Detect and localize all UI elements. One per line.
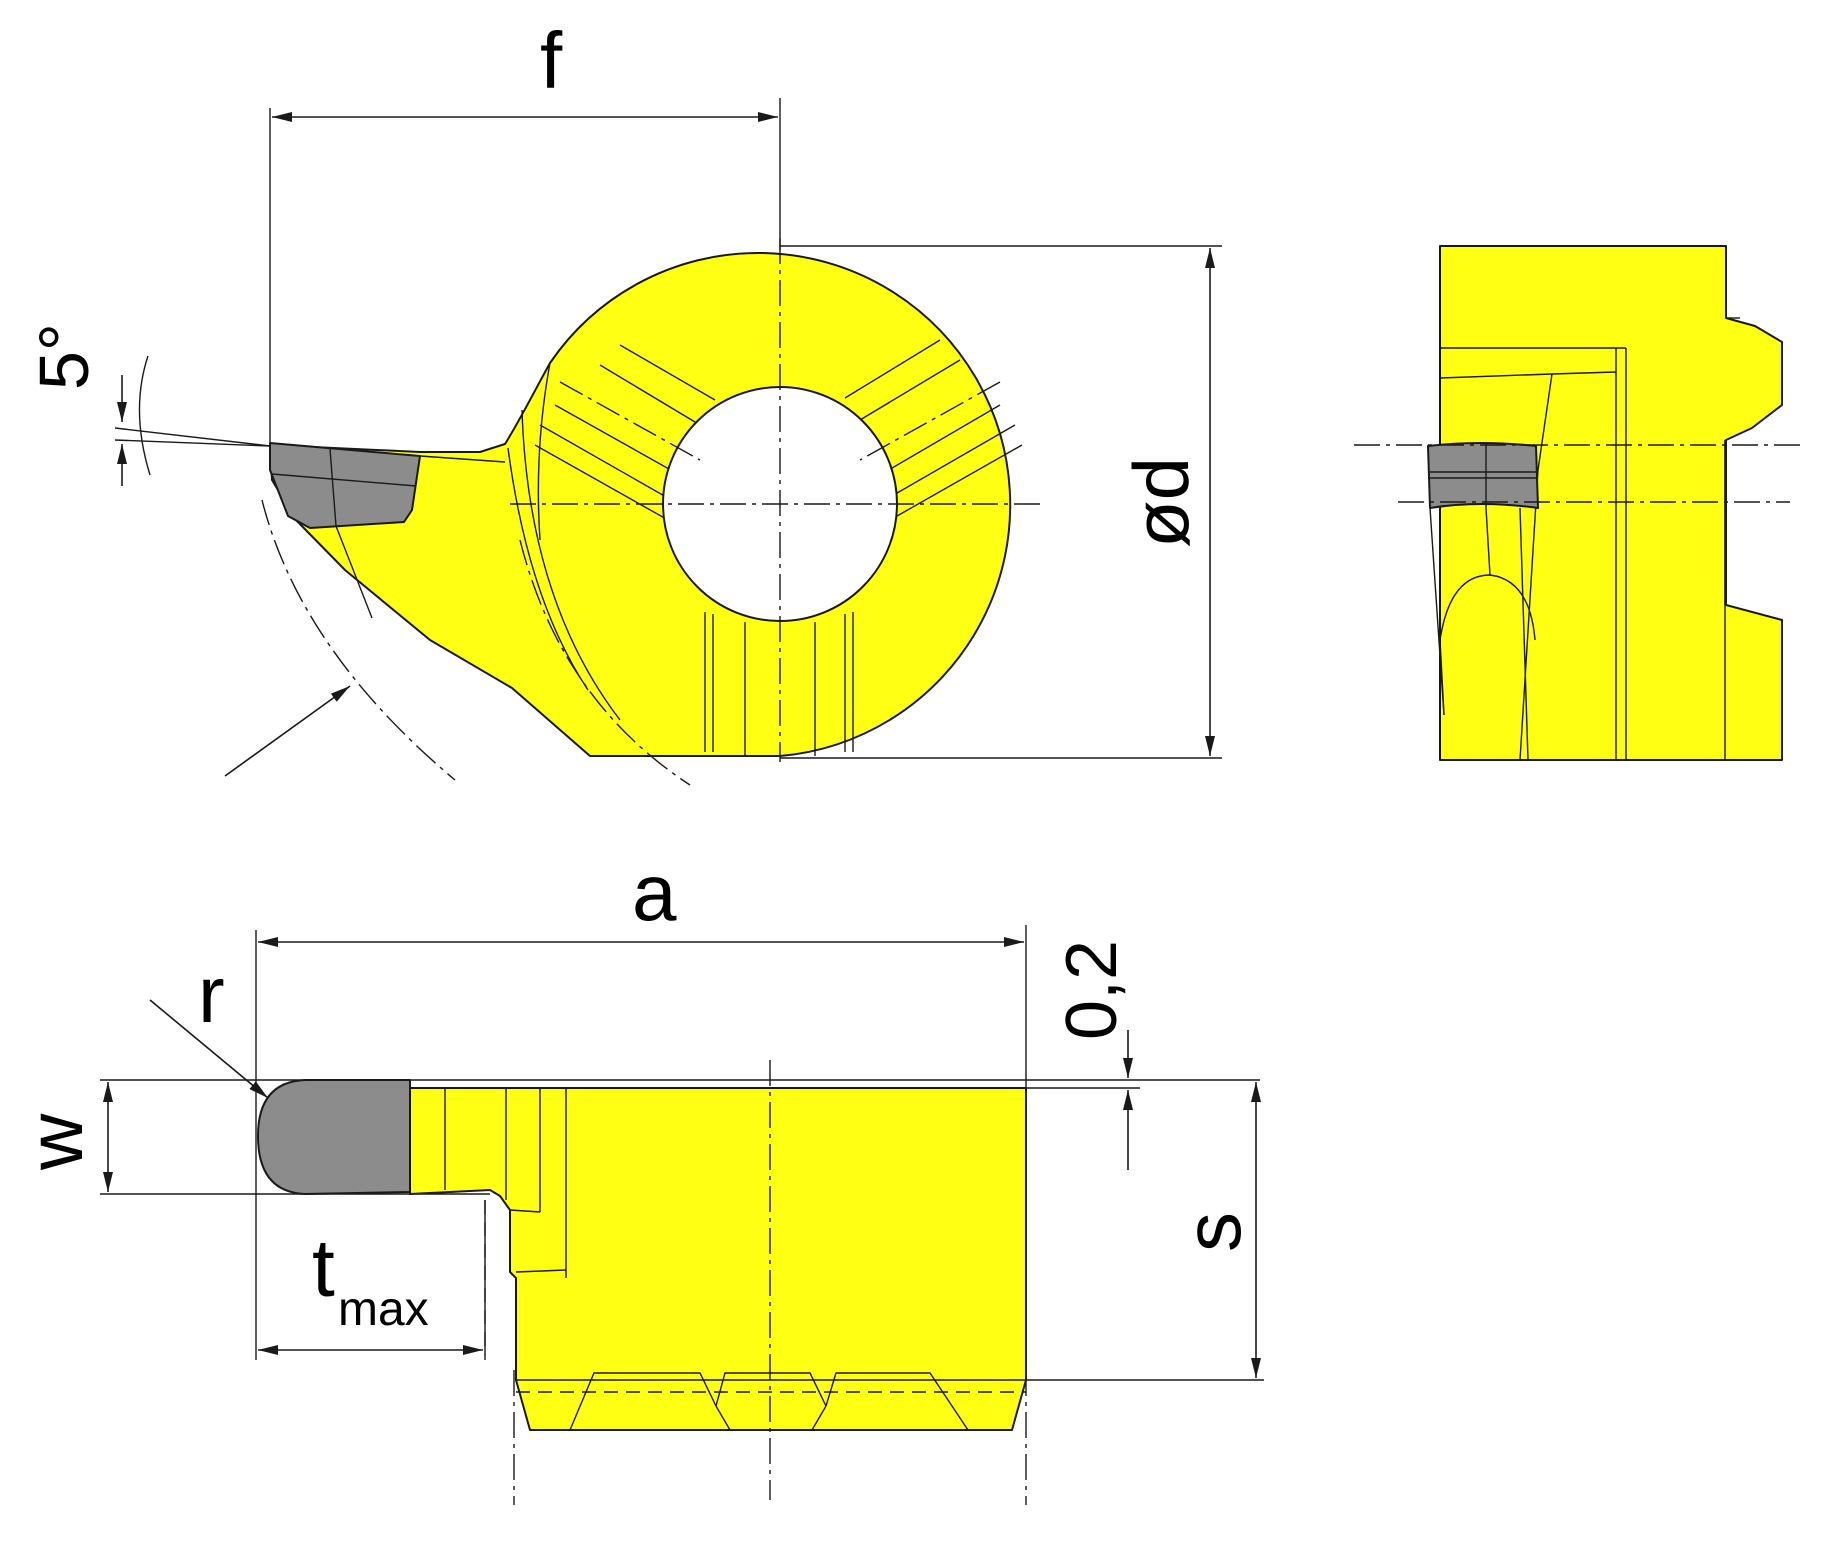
dim-label-s: s bbox=[1168, 1212, 1257, 1252]
dim-label-t: t bbox=[312, 1223, 335, 1314]
dim-label-t-subscript: max bbox=[338, 1283, 429, 1336]
dim-label-w: w bbox=[11, 1113, 99, 1171]
carbide-tip-top bbox=[257, 1079, 411, 1195]
carbide-tip-side bbox=[1427, 442, 1539, 509]
dim-label-gap: 0,2 bbox=[1052, 940, 1132, 1040]
front-view bbox=[114, 98, 1222, 786]
dim-label-r: r bbox=[198, 950, 225, 1039]
dim-label-diameter: ød bbox=[1117, 457, 1205, 548]
dim-label-a: a bbox=[632, 848, 677, 937]
carbide-tip-front bbox=[269, 442, 421, 529]
dim-label-angle: 5° bbox=[25, 323, 103, 390]
side-view bbox=[1354, 245, 1806, 761]
dim-label-f: f bbox=[540, 16, 563, 105]
top-view bbox=[100, 925, 1264, 1505]
